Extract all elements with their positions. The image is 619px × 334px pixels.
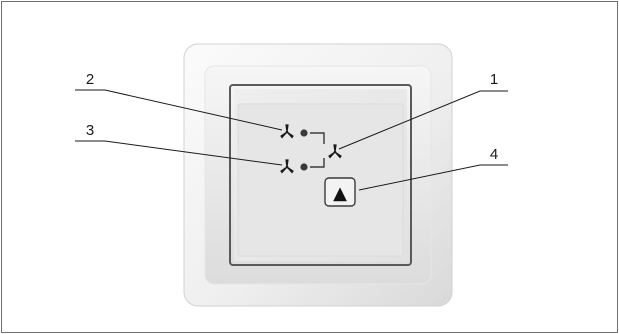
led-indicator xyxy=(300,163,308,171)
leader-line-4 xyxy=(358,164,508,191)
insert-face-inner xyxy=(237,103,404,257)
leader-line-2 xyxy=(75,89,283,131)
led-indicator xyxy=(300,129,308,137)
callout-4: 4 xyxy=(490,146,498,163)
callout-1: 1 xyxy=(490,71,498,88)
leader-line-1 xyxy=(338,90,508,150)
push-button[interactable] xyxy=(324,177,356,207)
connector-lines xyxy=(310,132,325,168)
callout-2: 2 xyxy=(86,71,94,88)
triangle-up-icon: ▲ xyxy=(333,183,347,204)
leader-line-3 xyxy=(75,140,283,166)
fan-icon xyxy=(280,124,294,139)
callout-3: 3 xyxy=(86,122,94,139)
fan-icon xyxy=(328,144,342,159)
insert-seam xyxy=(229,84,412,266)
fan-icon xyxy=(280,159,294,174)
